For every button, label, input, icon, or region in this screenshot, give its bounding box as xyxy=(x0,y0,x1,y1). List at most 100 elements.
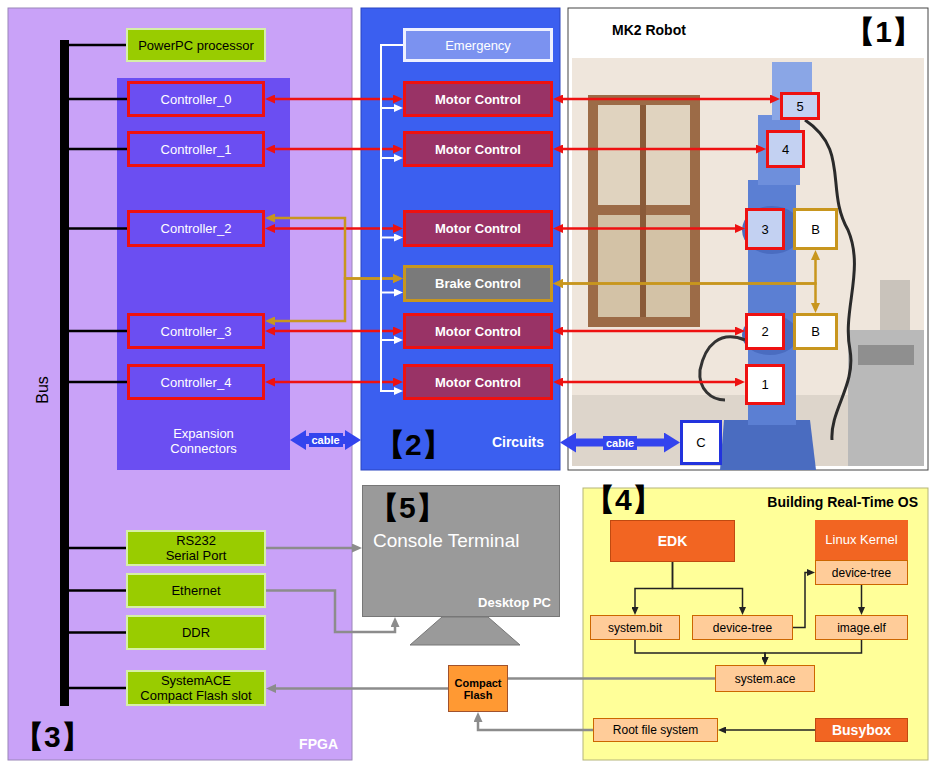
box-label: 3 xyxy=(761,222,768,237)
bus-connector xyxy=(69,631,126,634)
motor-control-box: Motor Control xyxy=(403,313,553,349)
box-label: device-tree xyxy=(832,566,891,580)
panel-ground xyxy=(117,78,290,470)
box-label: Brake Control xyxy=(435,276,521,291)
bus-connector xyxy=(69,381,127,384)
motor-control-box: Motor Control xyxy=(403,81,553,117)
grey-connector xyxy=(478,721,593,730)
compact-flash-card: Compact Flash xyxy=(448,665,508,712)
panel-ground xyxy=(583,488,928,760)
brake-callout: B xyxy=(793,313,838,350)
box-label: 2 xyxy=(761,324,768,339)
bus-connector xyxy=(69,227,127,230)
white-connector xyxy=(381,45,403,158)
robot-panel: MK2 Robot【1】543B2B1C xyxy=(568,8,928,470)
equipment-panel xyxy=(858,345,914,365)
box-label: device-tree xyxy=(713,621,772,635)
red-connector xyxy=(274,381,394,384)
red-connector xyxy=(562,98,771,101)
controller-box: Controller_4 xyxy=(127,364,265,400)
robot-cable xyxy=(805,120,854,440)
box-label: 4 xyxy=(782,142,789,157)
panel-label: Circuits xyxy=(492,434,544,450)
gold-connector xyxy=(562,284,816,305)
black-connector xyxy=(673,562,743,608)
panel-label: Desktop PC xyxy=(478,595,551,610)
file-box: device-tree xyxy=(815,560,908,585)
expansion-panel: Expansion ConnectorsController_0Controll… xyxy=(117,78,290,470)
box-label: DDR xyxy=(182,625,210,640)
red-connector xyxy=(274,148,394,151)
tool-box: EDK xyxy=(610,520,735,562)
monitor-stand xyxy=(410,617,520,645)
box-label: system.bit xyxy=(608,621,662,635)
bus-connector xyxy=(69,589,126,592)
box-label: Controller_4 xyxy=(161,375,232,390)
box-label: system.ace xyxy=(735,672,796,686)
controller-box: Controller_0 xyxy=(127,81,265,117)
callout-number: 【4】 xyxy=(585,480,662,521)
photo-wall xyxy=(572,58,924,466)
red-connector xyxy=(562,330,736,333)
window-frame xyxy=(588,95,700,327)
panel-title: Building Real-Time OS xyxy=(767,494,918,510)
panel-ground xyxy=(8,8,352,760)
box-label: Motor Control xyxy=(435,324,521,339)
panel-title: MK2 Robot xyxy=(612,22,686,38)
robot-base xyxy=(720,420,816,470)
bus-connector xyxy=(69,98,127,101)
bus-connector xyxy=(69,687,126,690)
controller-box: Controller_3 xyxy=(127,313,265,349)
tool-box: Busybox xyxy=(815,718,908,742)
white-connector xyxy=(381,45,403,108)
peripheral-box: Ethernet xyxy=(126,573,266,608)
brake-control-box: Brake Control xyxy=(403,265,553,302)
box-label: PowerPC processor xyxy=(138,38,254,53)
robot-cable xyxy=(700,337,745,400)
joint-callout: 2 xyxy=(745,313,785,350)
box-label: B xyxy=(811,222,820,237)
file-box: system.ace xyxy=(715,665,815,692)
box-label: 1 xyxy=(761,377,768,392)
grey-connector xyxy=(508,677,715,680)
bus-connector xyxy=(69,547,126,550)
panel-ground xyxy=(568,8,928,470)
box-label: Controller_3 xyxy=(161,324,232,339)
peripheral-box: SystemACE Compact Flash slot xyxy=(126,670,266,706)
box-label: Linux Kernel xyxy=(815,532,908,547)
file-box: Root file system xyxy=(593,718,718,742)
peripheral-box: RS232 Serial Port xyxy=(126,530,266,566)
grey-connector xyxy=(275,687,448,690)
bus-connector xyxy=(69,148,127,151)
gold-connector xyxy=(274,218,394,279)
box-label: Ethernet xyxy=(171,583,220,598)
screen-text: Console Terminal xyxy=(373,530,519,552)
motor-control-box: Motor Control xyxy=(403,364,553,400)
joint-callout: 4 xyxy=(766,130,805,168)
joint-callout: 3 xyxy=(745,208,785,250)
peripheral-box: DDR xyxy=(126,615,266,650)
black-connector xyxy=(725,729,815,731)
white-connector xyxy=(381,45,403,340)
black-connector xyxy=(793,573,808,628)
bus-connector xyxy=(69,44,126,47)
brake-callout: B xyxy=(793,208,838,250)
red-connector xyxy=(562,227,736,230)
callout-number: 【2】 xyxy=(375,425,452,466)
box-label: EDK xyxy=(658,533,688,549)
box-label: RS232 Serial Port xyxy=(161,533,231,563)
gold-connector xyxy=(274,279,394,322)
bus-label: Bus xyxy=(34,376,52,404)
box-label: Compact Flash xyxy=(453,677,503,701)
box-label: SystemACE Compact Flash slot xyxy=(138,673,254,703)
circuits-panel: 【2】CircuitsEmergencyMotor ControlMotor C… xyxy=(361,8,560,470)
box-label: Motor Control xyxy=(435,142,521,157)
controller-box: Controller_1 xyxy=(127,131,265,167)
callout-number: 【5】 xyxy=(369,488,446,529)
black-connector xyxy=(765,640,862,658)
peripheral-box: PowerPC processor xyxy=(126,28,266,62)
box-label: Controller_0 xyxy=(161,92,232,107)
box-label: Emergency xyxy=(445,38,511,53)
emergency-box: Emergency xyxy=(403,28,553,62)
kernel-box: Linux Kernel device-tree xyxy=(815,520,908,585)
